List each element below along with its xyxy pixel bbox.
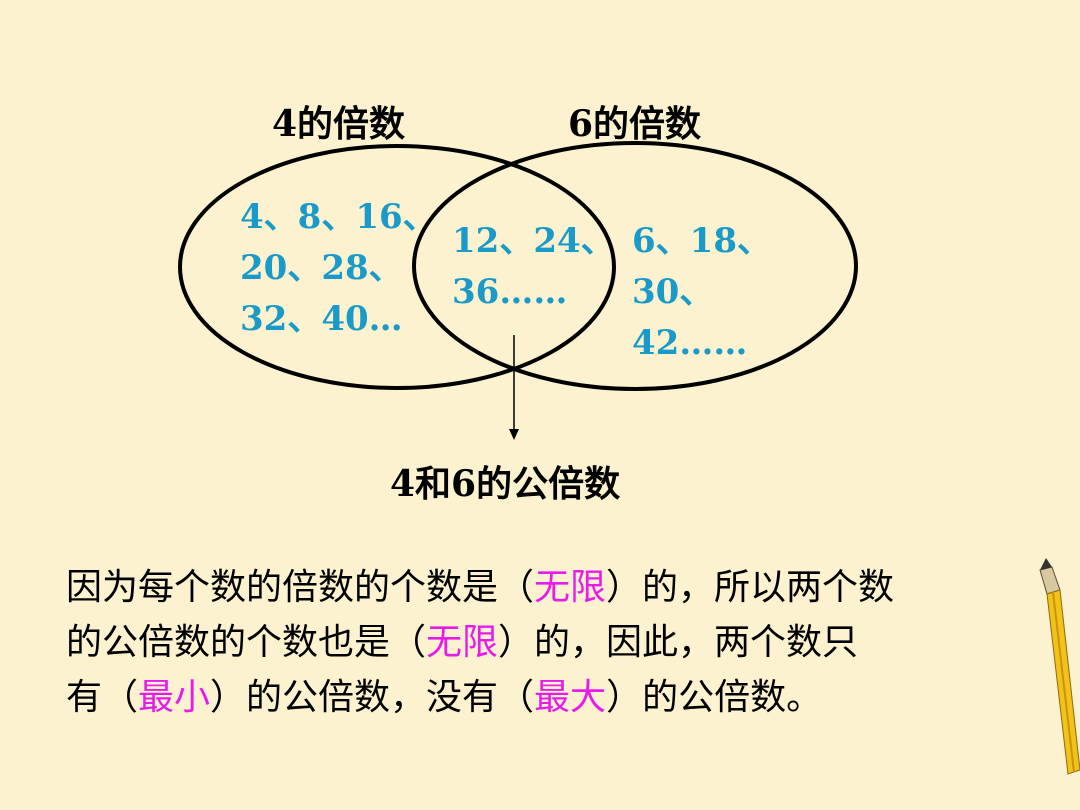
right-value-line: 6、18、 [632, 221, 771, 261]
highlight-answer: 无限 [534, 567, 607, 608]
right-value-line: 30、 [632, 272, 714, 312]
left-only-values: 4、8、16、 20、28、 32、40… [240, 192, 437, 345]
paragraph-line: 有（最小）的公倍数，没有（最大）的公倍数。 [66, 677, 823, 718]
left-set-ellipse [178, 144, 616, 390]
intersection-value-line: 12、24、 [452, 221, 615, 261]
intersection-values: 12、24、 36…… [452, 216, 615, 318]
left-value-line: 4、8、16、 [240, 197, 437, 237]
paragraph-line: 因为每个数的倍数的个数是（无限）的，所以两个数 [66, 567, 895, 608]
right-set-ellipse [412, 141, 858, 391]
right-set-label: 6的倍数 [568, 103, 702, 145]
left-set-label: 4的倍数 [272, 103, 406, 145]
right-only-values: 6、18、 30、 42…… [632, 216, 771, 369]
highlight-answer: 最小 [138, 677, 211, 718]
intersection-label: 4和6的公倍数 [390, 463, 621, 505]
pencil-icon [1039, 558, 1080, 775]
left-value-line: 32、40… [240, 299, 403, 339]
paragraph-line: 的公倍数的个数也是（无限）的，因此，两个数只 [66, 622, 859, 663]
highlight-answer: 无限 [426, 622, 499, 663]
highlight-answer: 最大 [534, 677, 607, 718]
right-value-line: 42…… [632, 323, 748, 363]
left-value-line: 20、28、 [240, 248, 403, 288]
explanation-paragraph: 因为每个数的倍数的个数是（无限）的，所以两个数 的公倍数的个数也是（无限）的，因… [66, 560, 1036, 725]
pointer-arrow-head [509, 429, 519, 440]
intersection-value-line: 36…… [452, 272, 568, 312]
